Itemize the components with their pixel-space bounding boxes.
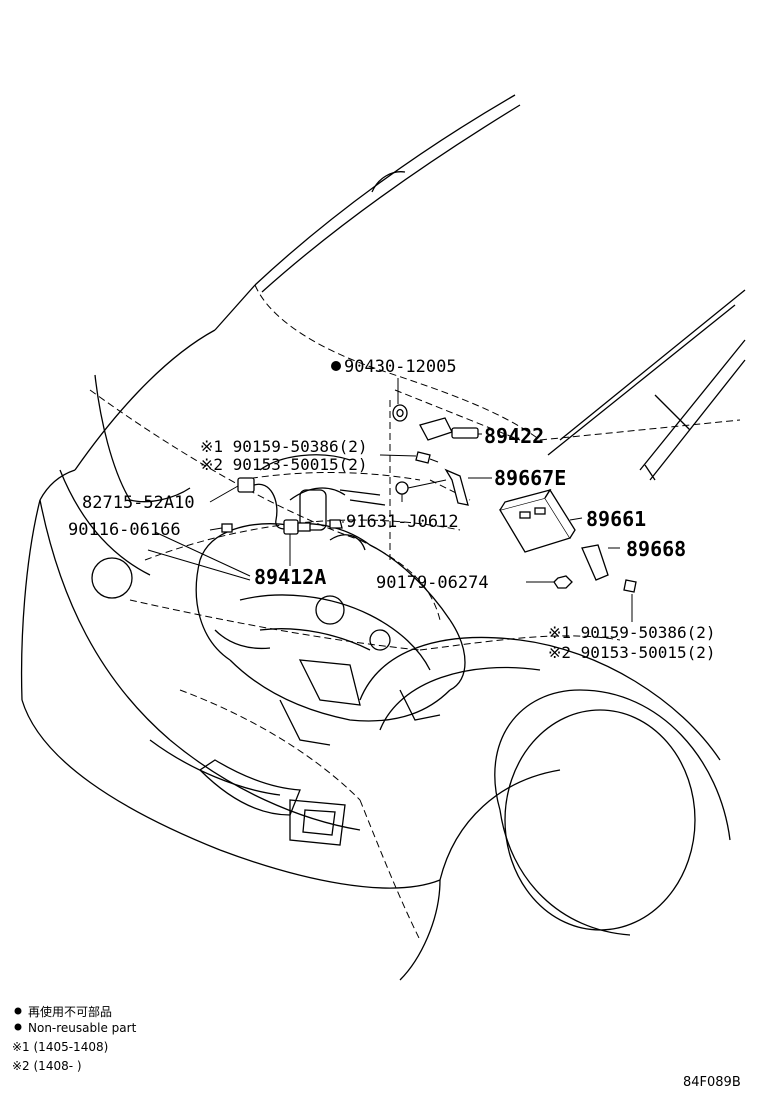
part-label-89422: 89422 [484, 424, 544, 448]
bracket-89668 [581, 544, 609, 581]
transaxle-assembly [195, 454, 466, 746]
legend-line-4: ※2 (1408- ) [12, 1059, 82, 1073]
part-label-note1-lower: ※1 90159-50386(2) [548, 623, 716, 642]
legend-line-2: Non-reusable part [28, 1021, 137, 1035]
part-label-89661: 89661 [586, 507, 646, 531]
bolt-91631 [329, 519, 343, 529]
legend: 再使用不可部品 Non-reusable part ※1 (1405-1408)… [12, 1004, 137, 1073]
hidden-outline-dashes [89, 284, 741, 941]
part-label-89412A: 89412A [254, 565, 326, 589]
legend-line-3: ※1 (1405-1408) [12, 1040, 108, 1054]
bracket-89667E [444, 468, 469, 506]
part-label-note2-lower: ※2 90153-50015(2) [548, 643, 716, 662]
part-label-91631-J0612: 91631-J0612 [346, 512, 459, 532]
diagram-code: 84F089B [683, 1075, 741, 1090]
part-label-82715-52A10: 82715-52A10 [82, 493, 195, 513]
part-label-note1-upper: ※1 90159-50386(2) [200, 437, 368, 456]
nut-90179 [553, 575, 573, 589]
leader-lines [147, 378, 633, 622]
gasket-90430 [392, 404, 408, 422]
part-label-90430-12005: 90430-12005 [344, 357, 457, 377]
bolt-middle [395, 481, 409, 502]
non-reusable-dot-icon [331, 361, 341, 371]
vehicle-body-outline [20, 94, 746, 981]
part-label-note2-upper: ※2 90153-50015(2) [200, 455, 368, 474]
sensor-89412A [283, 519, 311, 535]
legend-line-1: 再使用不可部品 [28, 1004, 112, 1019]
legend-dot-icon [14, 1023, 22, 1031]
part-label-89667E: 89667E [494, 466, 566, 490]
bolt-lower [623, 579, 637, 593]
bolt-upper [415, 451, 439, 464]
part-labels: 90430-12005 89422 ※1 90159-50386(2) ※2 9… [68, 357, 716, 662]
legend-dot-icon [14, 1007, 22, 1015]
part-label-90179-06274: 90179-06274 [376, 573, 489, 593]
ecu-89661 [499, 488, 576, 553]
sensor-89422 [419, 417, 479, 441]
clip-90116 [221, 523, 233, 533]
part-label-90116-06166: 90116-06166 [68, 520, 181, 540]
part-label-89668: 89668 [626, 537, 686, 561]
